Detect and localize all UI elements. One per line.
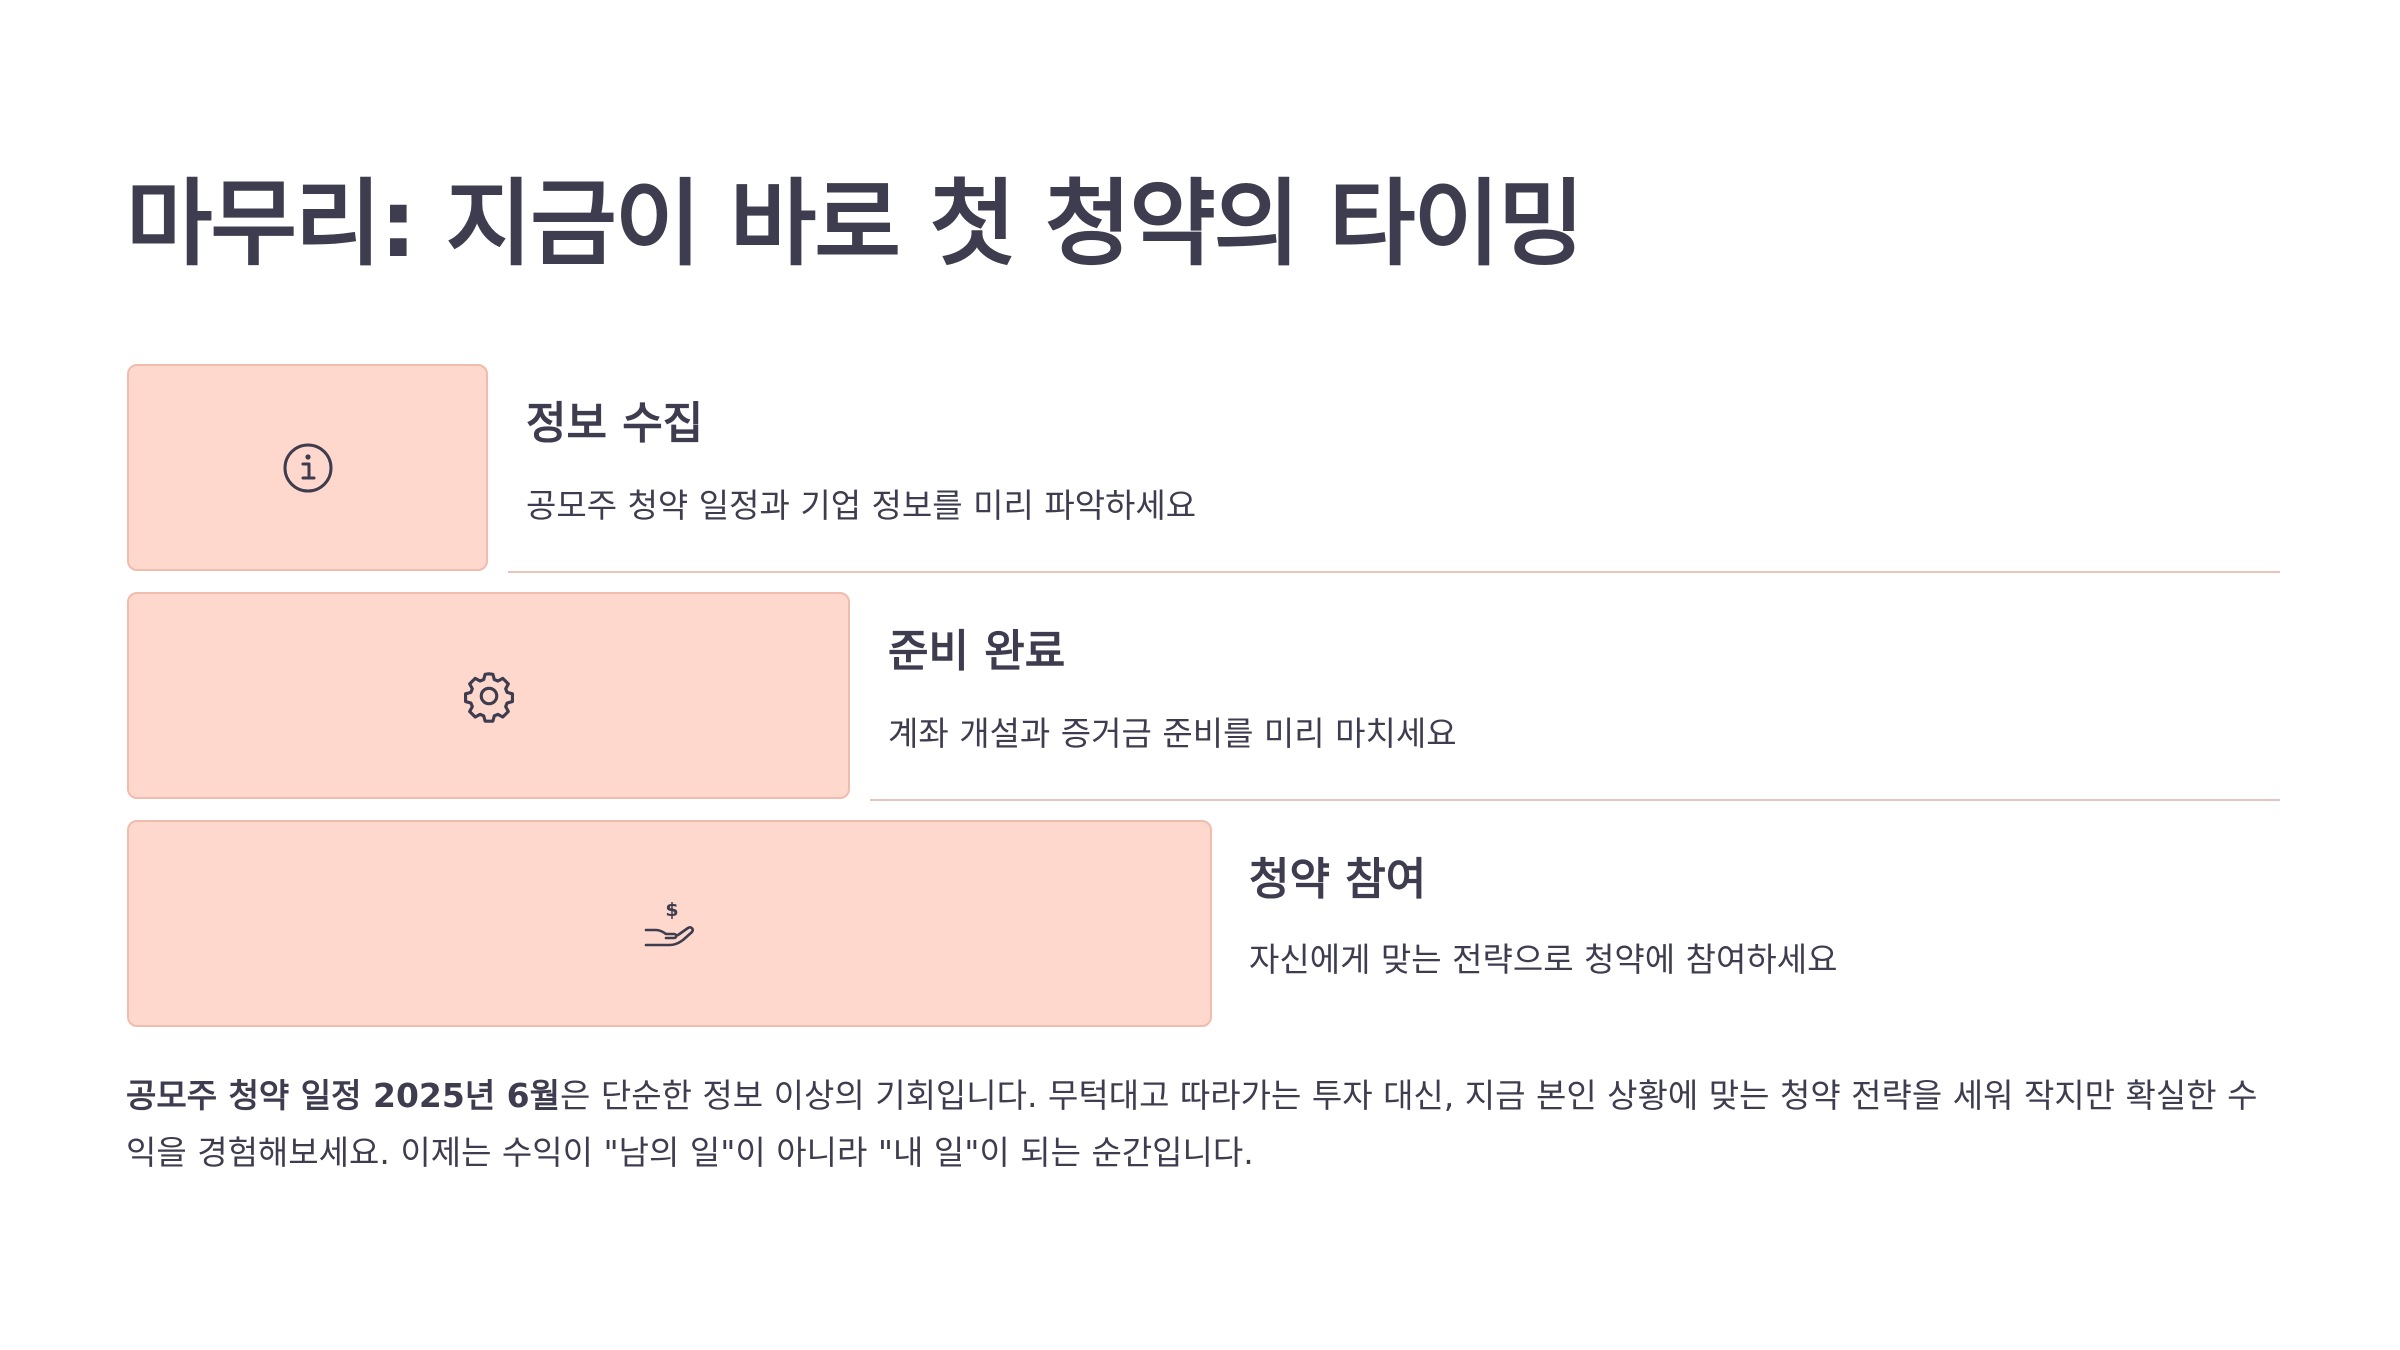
step-title: 청약 참여 bbox=[1249, 854, 1427, 905]
hand-coin-icon: $ bbox=[644, 899, 694, 946]
closing-paragraph: 공모주 청약 일정 2025년 6월은 단순한 정보 이상의 기회입니다. 무턱… bbox=[126, 1067, 2286, 1181]
step-box-participate: $ bbox=[127, 820, 1212, 1027]
closing-text: 은 단순한 정보 이상의 기회입니다. 무턱대고 따라가는 투자 대신, 지금 … bbox=[126, 1076, 2258, 1172]
step-box-info bbox=[127, 364, 488, 571]
step-title: 정보 수집 bbox=[526, 398, 704, 449]
svg-text:$: $ bbox=[665, 899, 678, 921]
step-divider bbox=[508, 571, 2280, 573]
page-title: 마무리: 지금이 바로 첫 청약의 타이밍 bbox=[126, 170, 1584, 279]
info-circle-icon bbox=[283, 443, 332, 492]
step-description: 계좌 개설과 증거금 준비를 미리 마치세요 bbox=[888, 714, 1457, 753]
step-divider bbox=[870, 799, 2280, 801]
gear-icon bbox=[463, 671, 514, 723]
step-title: 준비 완료 bbox=[888, 626, 1066, 677]
closing-highlight: 공모주 청약 일정 2025년 6월 bbox=[126, 1076, 561, 1115]
step-box-prepare bbox=[127, 592, 850, 799]
step-description: 자신에게 맞는 전략으로 청약에 참여하세요 bbox=[1249, 940, 1838, 979]
step-description: 공모주 청약 일정과 기업 정보를 미리 파악하세요 bbox=[526, 486, 1197, 525]
